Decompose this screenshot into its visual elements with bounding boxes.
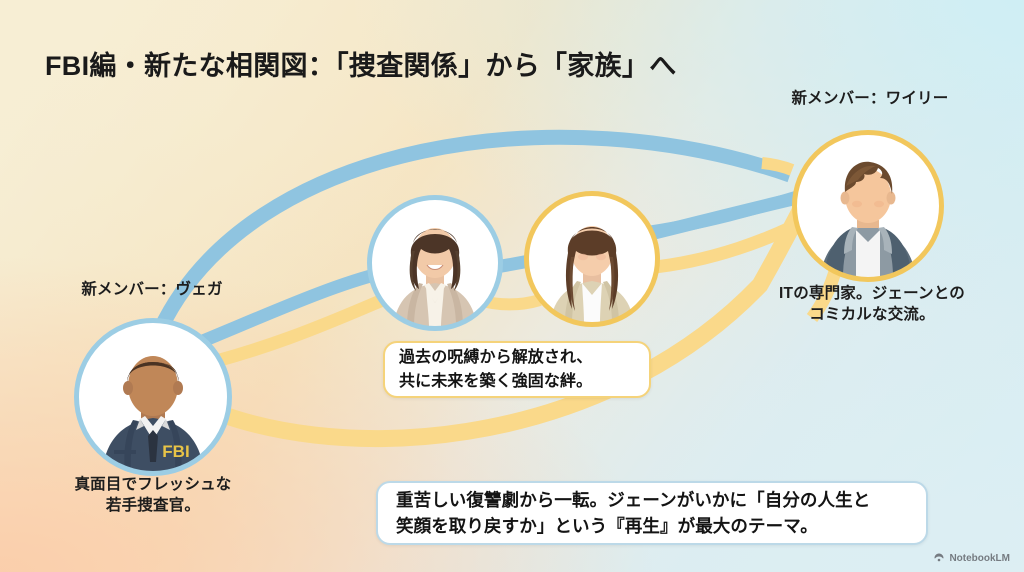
watermark: NotebookLM [933, 552, 1010, 564]
maura-avatar-ring [367, 195, 503, 331]
jane-avatar-ring [524, 191, 660, 327]
bottom-callout: 重苦しい復讐劇から一転。ジェーンがいかに「自分の人生と 笑顔を取り戻すか」という… [376, 481, 928, 545]
wylie-title-label: 新メンバー：ワイリー [791, 90, 949, 107]
vega-title-label: 新メンバー：ヴェガ [81, 281, 223, 298]
wylie-caption: ITの専門家。ジェーンとの コミカルな交流。 [779, 285, 965, 324]
ribbon-vega-wylie-arc [153, 129, 793, 334]
bottom-callout-text: 重苦しい復讐劇から一転。ジェーンがいかに「自分の人生と 笑顔を取り戻すか」という… [396, 489, 871, 536]
wylie-avatar-ring [792, 130, 944, 282]
page-title: FBI編・新たな相関図：「捜査関係」から「家族」へ [45, 51, 677, 81]
ribbon-wylie-top-stub [761, 157, 795, 176]
center-callout-text: 過去の呪縛から解放され、 共に未来を築く強固な絆。 [399, 348, 593, 390]
vega-caption: 真面目でフレッシュな 若手捜査官。 [74, 476, 232, 515]
watermark-label: NotebookLM [949, 552, 1010, 564]
center-callout: 過去の呪縛から解放され、 共に未来を築く強固な絆。 [383, 341, 651, 398]
notebooklm-icon [934, 553, 944, 562]
vega-avatar-ring [74, 318, 232, 476]
